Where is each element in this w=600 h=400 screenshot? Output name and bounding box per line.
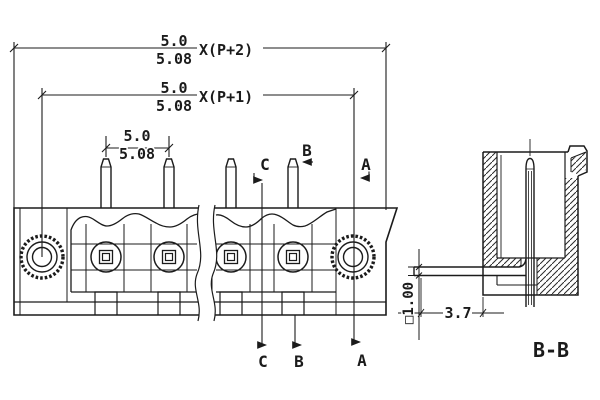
section-outer-edge <box>482 152 579 296</box>
section-label-c-top: C <box>260 155 270 174</box>
dim-tick <box>101 143 174 153</box>
screw-positions <box>90 241 309 273</box>
dim-pin-square-value: □1.00 <box>401 282 417 324</box>
dim-pitch-inch: 5.08 <box>119 145 155 163</box>
screw-hole <box>153 241 185 273</box>
section-label-a-bottom: A <box>357 351 367 370</box>
pin-edge-lines <box>526 168 534 305</box>
witness-pin-square <box>408 266 414 276</box>
pin <box>163 158 175 208</box>
section-label-b-top: B <box>302 141 312 160</box>
hatch-left-wall <box>483 152 497 267</box>
section-arrow-b-bottom <box>295 315 301 345</box>
section-arrow-a-bottom <box>351 335 362 346</box>
dimension-lines <box>9 42 391 257</box>
screw-hole <box>90 241 122 273</box>
hatch-right-wall <box>565 178 578 258</box>
dim-mounting-mm: 5.0 <box>160 79 187 97</box>
dim-pitch-mm: 5.0 <box>123 127 150 145</box>
dim-overall-mm: 5.0 <box>160 32 187 50</box>
dim-overall-inch: 5.08 <box>156 50 192 68</box>
mounting-hole-right <box>330 234 376 280</box>
pin <box>100 158 112 208</box>
dim-tail-value: 3.7 <box>444 304 471 322</box>
dim-mounting-formula: X(P+1) <box>199 88 253 106</box>
hatch-floor <box>497 258 521 267</box>
section-label-c-bottom: C <box>258 352 268 371</box>
pin-vertical <box>525 157 535 307</box>
pin <box>225 158 237 208</box>
section-lines <box>253 88 370 349</box>
screw-hole <box>215 241 247 273</box>
hatched-areas <box>483 152 586 295</box>
pin-channel-edges <box>520 258 538 295</box>
hatch-latch <box>571 152 586 174</box>
dim-tick <box>9 43 391 53</box>
pin <box>287 158 299 208</box>
cage-top-profile-left <box>70 213 200 292</box>
section-dimensions <box>398 249 504 340</box>
hatch-base-block <box>537 258 578 295</box>
dim-mounting-inch: 5.08 <box>156 97 192 115</box>
section-arrow-c-bottom <box>257 338 268 349</box>
section-pin <box>413 139 535 307</box>
witness-pitch <box>105 136 170 157</box>
section-arrow-a-top <box>359 171 370 182</box>
break-gap <box>195 205 217 321</box>
section-view-bb <box>398 139 588 340</box>
latch-outline <box>567 145 588 177</box>
section-view-title: B-B <box>533 338 569 362</box>
base-shelf-line <box>496 276 537 286</box>
pin-tail-horizontal <box>413 258 527 277</box>
break-lines <box>194 204 218 322</box>
dim-tick <box>415 263 423 279</box>
latch-inner-lines <box>570 151 587 172</box>
break-curve <box>194 204 202 322</box>
contact-pins <box>100 158 299 208</box>
witness-tail <box>420 278 484 317</box>
annotations: 5.0 5.08 X(P+2) 5.0 5.08 X(P+1) 5.0 5.08… <box>117 31 570 373</box>
section-label-a-top: A <box>361 155 371 174</box>
body-outline <box>13 207 399 316</box>
mounting-feet <box>94 291 305 315</box>
section-arrow-c-top <box>253 173 264 184</box>
dim-overall-formula: X(P+2) <box>199 41 253 59</box>
cage-top-profile-right <box>215 208 337 228</box>
front-view <box>9 42 399 349</box>
section-label-b-bottom: B <box>294 352 304 371</box>
break-curve <box>210 204 218 322</box>
screw-hole <box>277 241 309 273</box>
